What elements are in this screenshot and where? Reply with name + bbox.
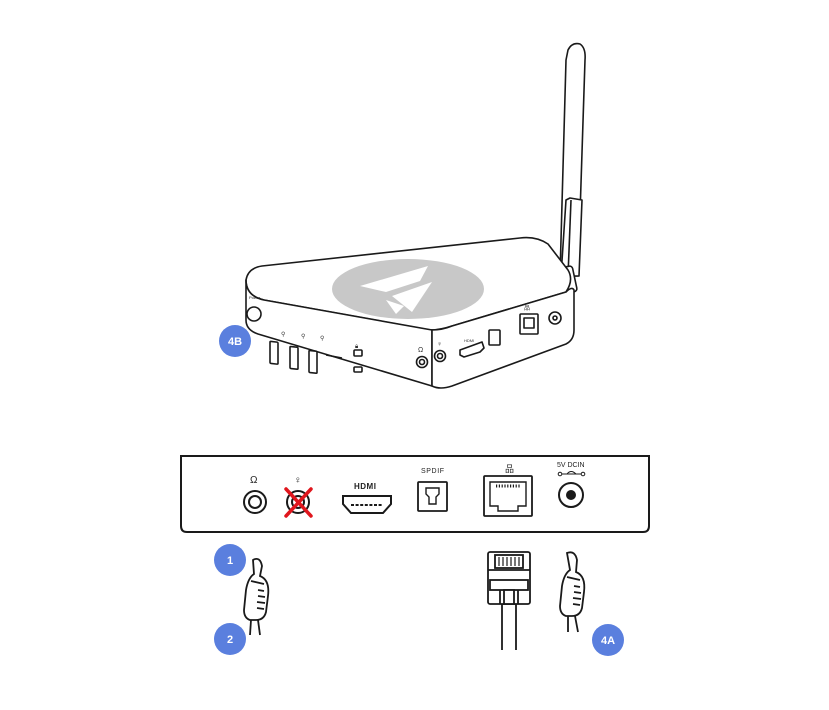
spdif-port[interactable] <box>488 329 501 346</box>
usb-port-3[interactable] <box>308 349 318 375</box>
ethernet-icon: 品 <box>505 464 514 474</box>
badge-4a-label: 4A <box>601 635 615 647</box>
micro-usb-port[interactable] <box>353 366 363 373</box>
badge-2-label: 2 <box>227 634 233 646</box>
device-illustration: Power ⚲ ⚲ ⚲ 🔒︎ Ω ♀ HDMI 品 <box>245 42 586 389</box>
brand-logo <box>360 266 432 314</box>
logo-disc <box>332 259 484 319</box>
usb-ports: ⚲ ⚲ ⚲ <box>269 331 324 375</box>
hdmi-label-small: HDMI <box>464 338 474 343</box>
badge-2: 2 <box>214 623 246 655</box>
power-label: Power <box>249 295 261 300</box>
headphone-icon: Ω <box>250 475 258 486</box>
spdif-label: SPDIF <box>421 468 445 475</box>
badge-1: 1 <box>214 544 246 576</box>
usb-icon: ⚲ <box>301 333 305 340</box>
microphone-icon: ♀ <box>294 475 302 486</box>
ethernet-plug <box>487 551 531 650</box>
device-front-face <box>431 287 575 389</box>
dc-plug <box>559 551 586 633</box>
usb-icon: ⚲ <box>281 331 285 338</box>
hdmi-label: HDMI <box>354 482 376 491</box>
lock-slot <box>353 349 363 357</box>
rear-panel: Ω ♀ HDMI SPDIF 品 5V DCIN <box>180 455 650 533</box>
badge-4a: 4A <box>592 624 624 656</box>
dc-polarity-icon <box>557 471 586 477</box>
badge-1-label: 1 <box>227 555 233 567</box>
usb-port-2[interactable] <box>289 345 299 371</box>
badge-4b-label: 4B <box>228 336 242 348</box>
dcin-label: 5V DCIN <box>557 462 585 469</box>
lock-icon: 🔒︎ <box>355 344 358 350</box>
hdmi-port[interactable] <box>459 341 485 358</box>
ethernet-icon: 品 <box>524 305 530 312</box>
card-slot <box>325 354 343 359</box>
headphone-icon: Ω <box>418 347 423 354</box>
power-button[interactable] <box>246 306 262 322</box>
usb-port-1[interactable] <box>269 340 279 365</box>
badge-4b: 4B <box>219 325 251 357</box>
usb-icon: ⚲ <box>320 335 324 342</box>
cross-mark <box>284 487 313 518</box>
audio-plug <box>243 557 270 636</box>
microphone-icon: ♀ <box>437 341 442 348</box>
